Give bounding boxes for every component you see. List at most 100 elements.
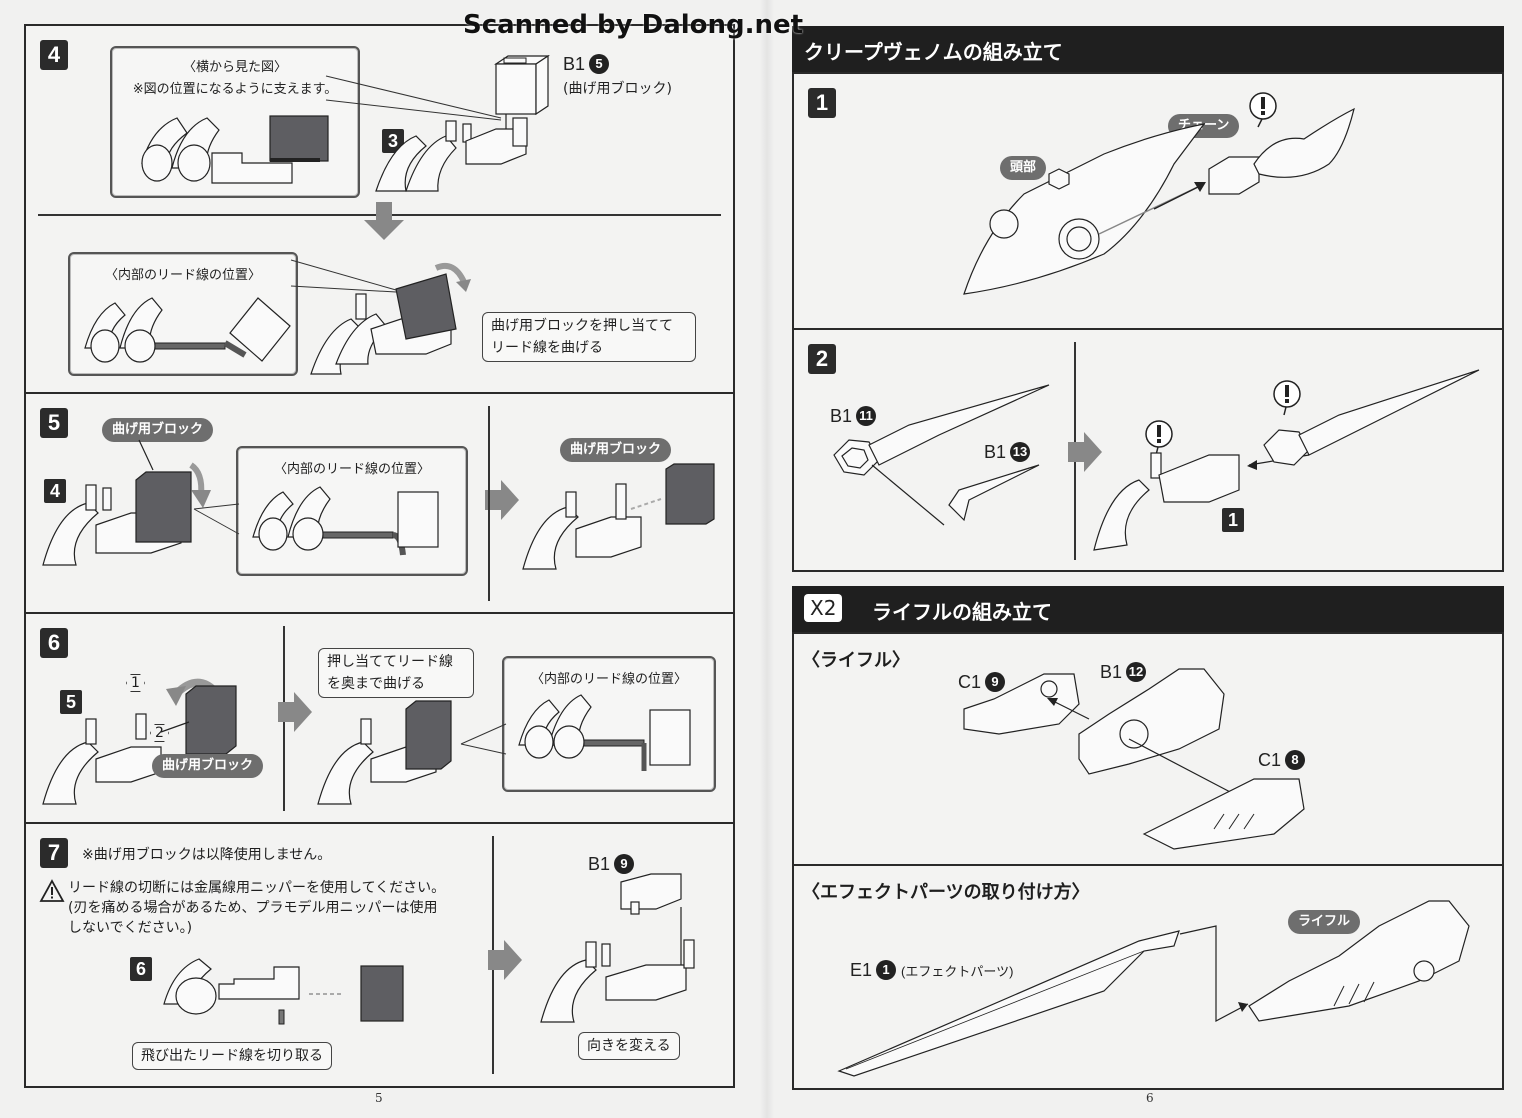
callout-pointer (290, 259, 397, 293)
watermark: Scanned by Dalong.net (463, 10, 804, 40)
part-name: (エフェクトパーツ) (901, 964, 1014, 979)
runner-code: C1 (958, 672, 982, 692)
next-arrow-icon (485, 480, 519, 520)
book-spine (760, 0, 774, 1118)
rifle-illustration (1248, 900, 1470, 1022)
head-pill: 頭部 (1000, 156, 1047, 180)
caution-icon (1249, 92, 1277, 128)
rifle-parts-illustration (963, 668, 1305, 850)
part-index: 12 (1126, 662, 1147, 682)
side-view-callout: 〈横から見た図〉 ※図の位置になるように支えます。 (110, 46, 360, 198)
caution-icon (1273, 380, 1301, 416)
warning-triangle-icon (39, 879, 65, 902)
ref-step-number: 4 (44, 479, 66, 503)
runner-code: B1 (1100, 662, 1123, 682)
warning-line: リード線の切断には金属線用ニッパーを使用してください。 (68, 880, 446, 896)
wire-position-callout: 〈内部のリード線の位置〉 (236, 446, 468, 576)
step-number: 6 (40, 628, 68, 658)
wire-position-illustration (252, 486, 439, 556)
bubble-line: リード線を曲げる (491, 340, 603, 356)
step-1-panel: 1 頭部 チェーン (792, 72, 1504, 330)
multiplier-badge: X2 (804, 594, 843, 622)
attach-line (1179, 925, 1249, 1022)
page-number: 6 (1146, 1091, 1154, 1105)
runner-code: B1 (830, 406, 853, 426)
spike-attach-illustration (1093, 369, 1480, 551)
chain-assembly-illustration (375, 117, 528, 192)
wire-position-illustration (518, 694, 691, 771)
wire-position-callout: 〈内部のリード線の位置〉 (68, 252, 298, 376)
callout-title: 〈内部のリード線の位置〉 (104, 268, 261, 283)
bending-action-illustration (310, 262, 471, 375)
step-number: 2 (808, 344, 836, 374)
wire-position-callout: 〈内部のリード線の位置〉 (502, 656, 716, 792)
panel-divider (488, 406, 490, 601)
press-instruction-bubble: 押し当ててリード線 を奥まで曲げる (318, 648, 474, 698)
next-arrow-icon (278, 692, 312, 732)
next-arrow-icon (1068, 432, 1102, 472)
order-marker-1: 1 (126, 674, 145, 692)
part-index: 5 (589, 54, 610, 74)
change-direction-bubble: 向きを変える (578, 1032, 680, 1060)
rifle-subtitle: 〈ライフル〉 (802, 650, 910, 671)
block-pressed-illustration (317, 700, 452, 805)
ref-step-number: 3 (382, 129, 404, 153)
part-index: 1 (876, 960, 897, 980)
part-index: 9 (985, 672, 1006, 692)
callout-pointer (460, 723, 507, 755)
runner-code: B1 (563, 54, 586, 74)
nipper-warning: リード線の切断には金属線用ニッパーを使用してください。 (刃を痛める場合があるた… (68, 878, 445, 938)
effect-subtitle: 〈エフェクトパーツの取り付け方〉 (802, 882, 1090, 903)
ref-step-number: 6 (130, 957, 152, 981)
bending-block-pill: 曲げ用ブロック (560, 438, 672, 462)
step-number: 7 (40, 838, 68, 868)
bubble-line: 押し当ててリード線 (327, 654, 453, 670)
part-index: 13 (1010, 442, 1031, 462)
bubble-line: を奥まで曲げる (327, 676, 425, 692)
part-index: 9 (614, 854, 635, 874)
callout-note: ※図の位置になるように支えます。 (132, 82, 338, 97)
no-longer-used-note: ※曲げ用ブロックは以降使用しません。 (82, 847, 332, 863)
cut-wire-illustration (163, 958, 404, 1025)
part-index: 8 (1285, 750, 1306, 770)
block-removed-illustration (522, 463, 715, 570)
step-4-panel: 4 〈横から見た図〉 ※図の位置になるように支えます。 (24, 24, 735, 394)
bending-block-part (494, 54, 550, 154)
step-number: 1 (808, 88, 836, 118)
callout-pointer (325, 75, 502, 121)
warning-line: (刃を痛める場合があるため、プラモデル用ニッパーは使用 (68, 900, 438, 916)
block-attach-illustration (42, 439, 211, 566)
next-arrow-icon (488, 940, 522, 980)
callout-title: 〈内部のリード線の位置〉 (530, 672, 687, 687)
ref-step-number: 1 (1222, 508, 1244, 532)
warning-line: しないでください。) (68, 920, 193, 936)
section-title: ライフルの組み立て (872, 600, 1052, 624)
step-6-panel: 6 5 1 2 曲げ用ブロック 押し当ててリード線 を奥まで曲げる (24, 612, 735, 824)
callout-title: 〈内部のリード線の位置〉 (273, 462, 430, 477)
spike-parts-illustration (833, 384, 1050, 526)
section-header-rifle: X2 ライフルの組み立て (792, 586, 1504, 632)
page-number: 5 (375, 1091, 383, 1105)
step-5-panel: 5 曲げ用ブロック 4 〈内部のリード線の位置〉 (24, 392, 735, 614)
runner-code: B1 (588, 854, 611, 874)
step-number: 5 (40, 408, 68, 438)
callout-title: 〈横から見た図〉 (182, 60, 287, 75)
down-arrow-icon (364, 202, 404, 240)
bending-block-pill: 曲げ用ブロック (102, 418, 214, 442)
order-marker-2: 2 (150, 724, 169, 742)
ref-step-number: 5 (60, 690, 82, 714)
wire-position-illustration (84, 297, 291, 363)
section-title: クリープヴェノムの組み立て (804, 40, 1063, 64)
cut-wire-bubble: 飛び出たリード線を切り取る (132, 1042, 332, 1070)
runner-code: E1 (850, 960, 873, 980)
effect-blade-illustration (837, 930, 1180, 1077)
